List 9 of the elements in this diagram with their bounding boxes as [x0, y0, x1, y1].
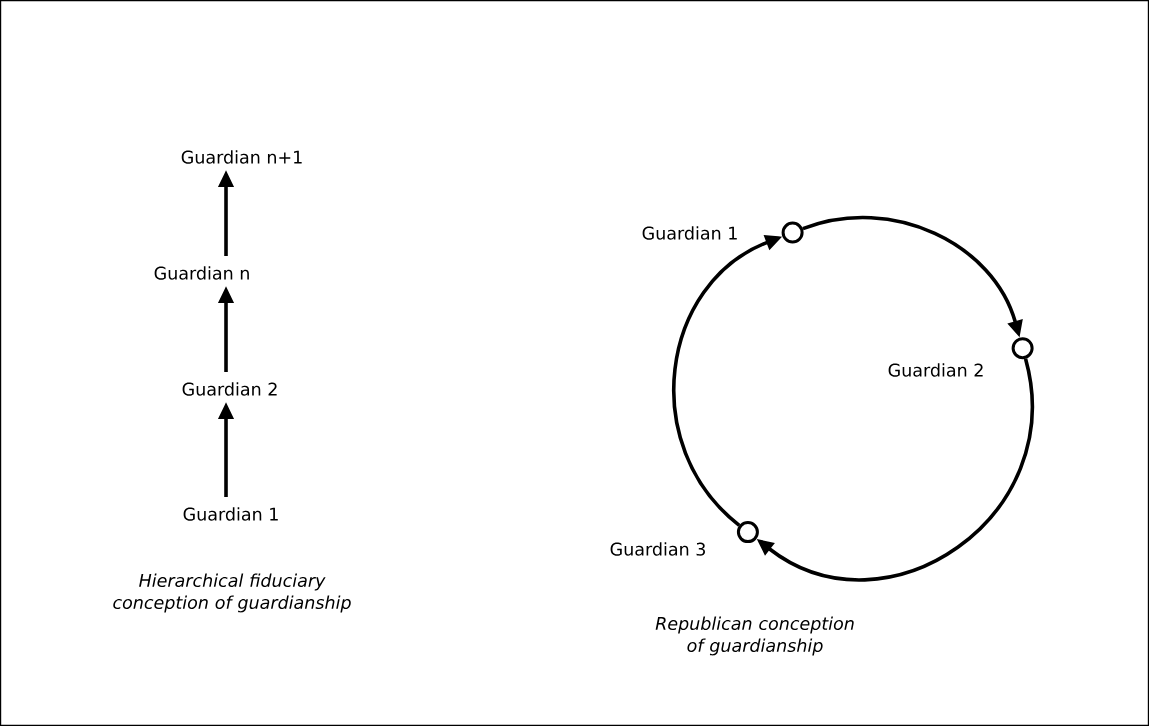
caption: Hierarchical fiduciary conception of guardianship	[113, 573, 351, 613]
node-label: Guardian 1	[642, 226, 737, 240]
node-label: Guardian 2	[182, 382, 277, 396]
node-label: Guardian 1	[183, 507, 278, 521]
caption: Republican conception of guardianship	[655, 616, 854, 656]
node-label: Guardian n	[154, 266, 249, 280]
node-label: Guardian 3	[610, 542, 705, 556]
node-label: Guardian 2	[888, 363, 983, 377]
node-label: Guardian n+1	[181, 150, 302, 164]
